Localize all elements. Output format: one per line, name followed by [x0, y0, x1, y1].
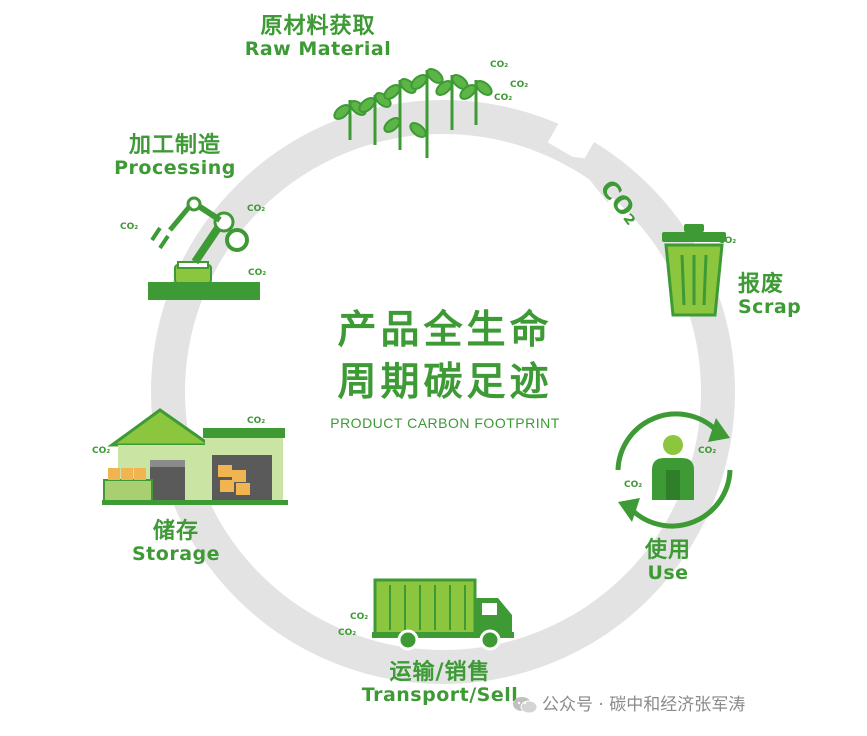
warehouse-icon [102, 408, 288, 505]
co2-mark: CO₂ [350, 612, 369, 622]
stage-processing-zh: 加工制造 [128, 133, 221, 158]
stage-use-label: 使用 Use [638, 538, 698, 585]
cycle-ring-track [151, 100, 735, 684]
stage-processing-en: Processing [114, 157, 236, 180]
co2-mark: CO₂ [247, 416, 266, 426]
stage-storage-zh: 储存 [152, 519, 199, 544]
co2-mark: CO₂ [338, 628, 357, 638]
center-title: 产品全生命 周期碳足迹 PRODUCT CARBON FOOTPRINT [300, 305, 590, 431]
co2-mark: CO₂ [494, 93, 513, 103]
stage-transport-zh: 运输/销售 [389, 660, 491, 685]
co2-mark: CO₂ [248, 268, 267, 278]
center-subtitle: PRODUCT CARBON FOOTPRINT [330, 415, 560, 431]
watermark: 公众号 · 碳中和经济张军涛 [512, 690, 745, 715]
stage-raw-material-label: 原材料获取 Raw Material [238, 14, 398, 61]
center-title-line1: 产品全生命 [337, 308, 553, 353]
co2-mark: CO₂ [624, 480, 643, 490]
stage-transport-label: 运输/销售 Transport/Sell [355, 660, 525, 707]
robot-arm-icon [148, 196, 260, 300]
co2-mark: CO₂ [698, 446, 717, 456]
stage-scrap-zh: 报废 [738, 272, 785, 297]
stage-transport-en: Transport/Sell [361, 684, 519, 707]
co2-mark: CO₂ [718, 236, 737, 246]
stage-raw-material-en: Raw Material [244, 38, 392, 61]
co2-mark: CO₂ [247, 204, 266, 214]
co2-mark: CO₂ [120, 222, 139, 232]
center-title-line2: 周期碳足迹 [337, 360, 553, 405]
stage-storage-label: 储存 Storage [128, 519, 224, 566]
seedlings-icon [333, 68, 493, 158]
stage-use-en: Use [647, 562, 689, 585]
stage-storage-en: Storage [132, 543, 220, 566]
stage-scrap-en: Scrap [738, 296, 802, 319]
watermark-text: 公众号 · 碳中和经济张军涛 [542, 695, 746, 715]
stage-raw-material-zh: 原材料获取 [260, 14, 376, 39]
wechat-icon [513, 697, 538, 714]
person-recycle-icon [615, 411, 733, 529]
co2-mark: CO₂ [92, 446, 111, 456]
co2-mark: CO₂ [490, 60, 509, 70]
co2-mark: CO₂ [510, 80, 529, 90]
stage-use-zh: 使用 [644, 538, 691, 563]
truck-icon [372, 578, 514, 651]
cycle-arrowhead [571, 156, 612, 204]
stage-processing-label: 加工制造 Processing [108, 133, 242, 180]
stage-scrap-label: 报废 Scrap [738, 272, 808, 319]
trash-bin-icon [662, 224, 726, 317]
